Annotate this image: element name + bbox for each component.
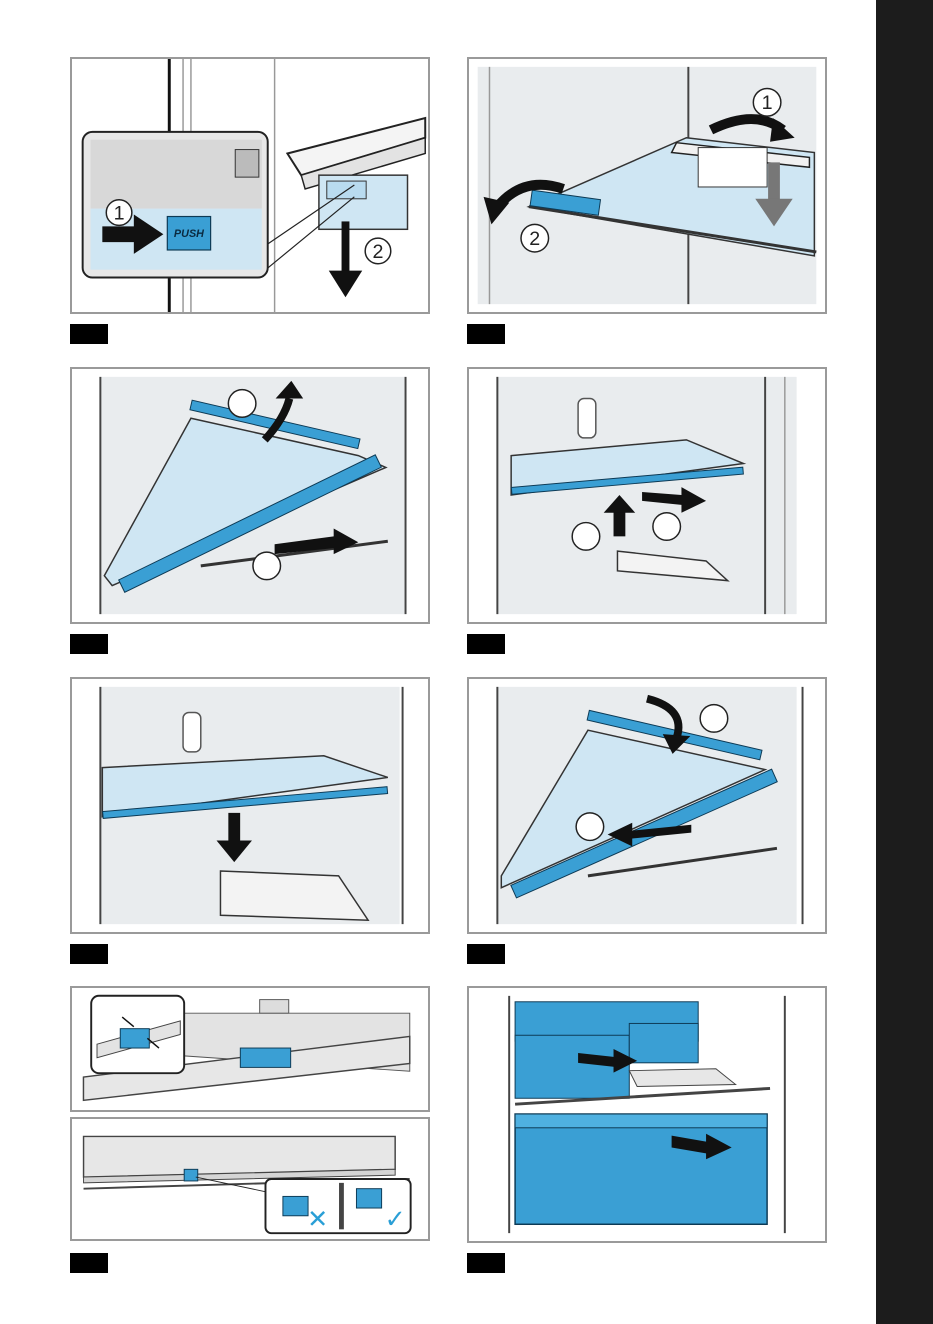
- figure-7-bottom-panel: ✕ ✓: [70, 1117, 430, 1241]
- figure-1-panel: 2 PUSH 1: [70, 57, 430, 314]
- figure-7-step-tab: [70, 1253, 108, 1273]
- figure-6-panel: [467, 677, 827, 934]
- push-label: PUSH: [174, 228, 204, 240]
- figure-5-illustration: [72, 679, 428, 932]
- figure-3-badge-top: [228, 390, 256, 418]
- figure-5-step-tab: [70, 944, 108, 964]
- figure-5-panel: [70, 677, 430, 934]
- figure-6-badge-bottom: [576, 813, 604, 841]
- wrong-mark: ✕: [307, 1204, 328, 1233]
- figure-2-step-tab: [467, 324, 505, 344]
- figure-2-badge-1: 1: [762, 92, 773, 114]
- figure-3-panel: [70, 367, 430, 624]
- figure-7-bottom-illustration: ✕ ✓: [72, 1119, 428, 1239]
- figure-8-illustration: [469, 988, 825, 1241]
- figure-1-badge-1: 1: [114, 202, 125, 224]
- figure-8-step-tab: [467, 1253, 505, 1273]
- figure-2-panel: 1 2: [467, 57, 827, 314]
- figure-4-badge-right: [653, 513, 681, 541]
- right-mark: ✓: [385, 1204, 406, 1233]
- figure-2-badge-2: 2: [529, 228, 540, 250]
- figure-3-step-tab: [70, 634, 108, 654]
- figure-2-illustration: 1 2: [469, 59, 825, 312]
- figure-6-badge-top: [700, 705, 728, 733]
- figure-3-badge-bottom: [253, 552, 281, 580]
- figure-4-step-tab: [467, 634, 505, 654]
- figure-1-step-tab: [70, 324, 108, 344]
- figure-4-panel: [467, 367, 827, 624]
- figure-6-step-tab: [467, 944, 505, 964]
- figure-7-top-panel: [70, 986, 430, 1112]
- figure-6-illustration: [469, 679, 825, 932]
- chapter-side-tab: [876, 0, 933, 1324]
- figure-4-illustration: [469, 369, 825, 622]
- figure-8-panel: [467, 986, 827, 1243]
- figure-3-illustration: [72, 369, 428, 622]
- figure-4-badge-left: [572, 523, 600, 551]
- figure-1-illustration: 2 PUSH 1: [72, 59, 428, 312]
- figure-7-top-illustration: [72, 988, 428, 1110]
- figure-1-badge-2: 2: [373, 241, 384, 263]
